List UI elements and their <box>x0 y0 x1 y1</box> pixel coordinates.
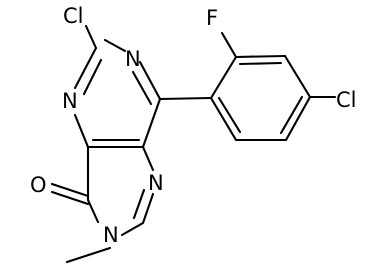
bond-ring-b6-b1 <box>209 96 238 142</box>
bond-n-methyl-c8 <box>86 198 100 224</box>
bond-ring-f <box>220 31 238 59</box>
atom-labels: Cl N N F Cl O N N <box>30 4 357 247</box>
bond-c2-cl <box>84 24 98 50</box>
bond-ring-b4-b5-double <box>279 95 304 135</box>
bond-ring-b3-b4 <box>283 54 312 99</box>
bond-c2-n-right <box>103 38 127 53</box>
bond-c4-aryl <box>158 96 213 101</box>
atom-n-left: N <box>62 89 78 113</box>
atom-n-right: N <box>125 47 141 71</box>
atom-n-lower: N <box>148 171 164 195</box>
bond-n-methyl-ch3 <box>65 246 112 264</box>
bond-ring-b2-b3 <box>234 54 287 59</box>
bond-c4-c4a <box>141 97 162 149</box>
bond-n-lower-c6-double <box>132 188 146 220</box>
atom-o: O <box>30 173 47 197</box>
atom-f: F <box>206 6 218 30</box>
bond-ring-b2-b3-double <box>238 61 283 66</box>
bond-ring-b1-b2 <box>209 55 238 100</box>
bond-c4a-n-lower <box>141 145 155 172</box>
bond-n-left-c2 <box>73 46 98 90</box>
bond-n-right-c4-double <box>131 70 153 106</box>
bonds <box>50 24 337 264</box>
bond-c8a-n-left <box>73 113 90 149</box>
bond-c8-o-double <box>50 190 90 206</box>
bond-n-left-c2-double <box>82 58 103 96</box>
bond-n-right-c4 <box>138 60 162 101</box>
atom-cl-top: Cl <box>63 4 84 28</box>
bond-n-lower-c6 <box>141 192 155 225</box>
atom-cl-right: Cl <box>336 88 357 112</box>
bond-ring-b4-b5 <box>284 95 312 142</box>
bond-ring-b6-b1-double <box>217 96 242 134</box>
atom-n-methyl: N <box>103 223 119 247</box>
bond-c8-o <box>50 182 90 198</box>
bond-c6-n-methyl <box>120 221 145 237</box>
